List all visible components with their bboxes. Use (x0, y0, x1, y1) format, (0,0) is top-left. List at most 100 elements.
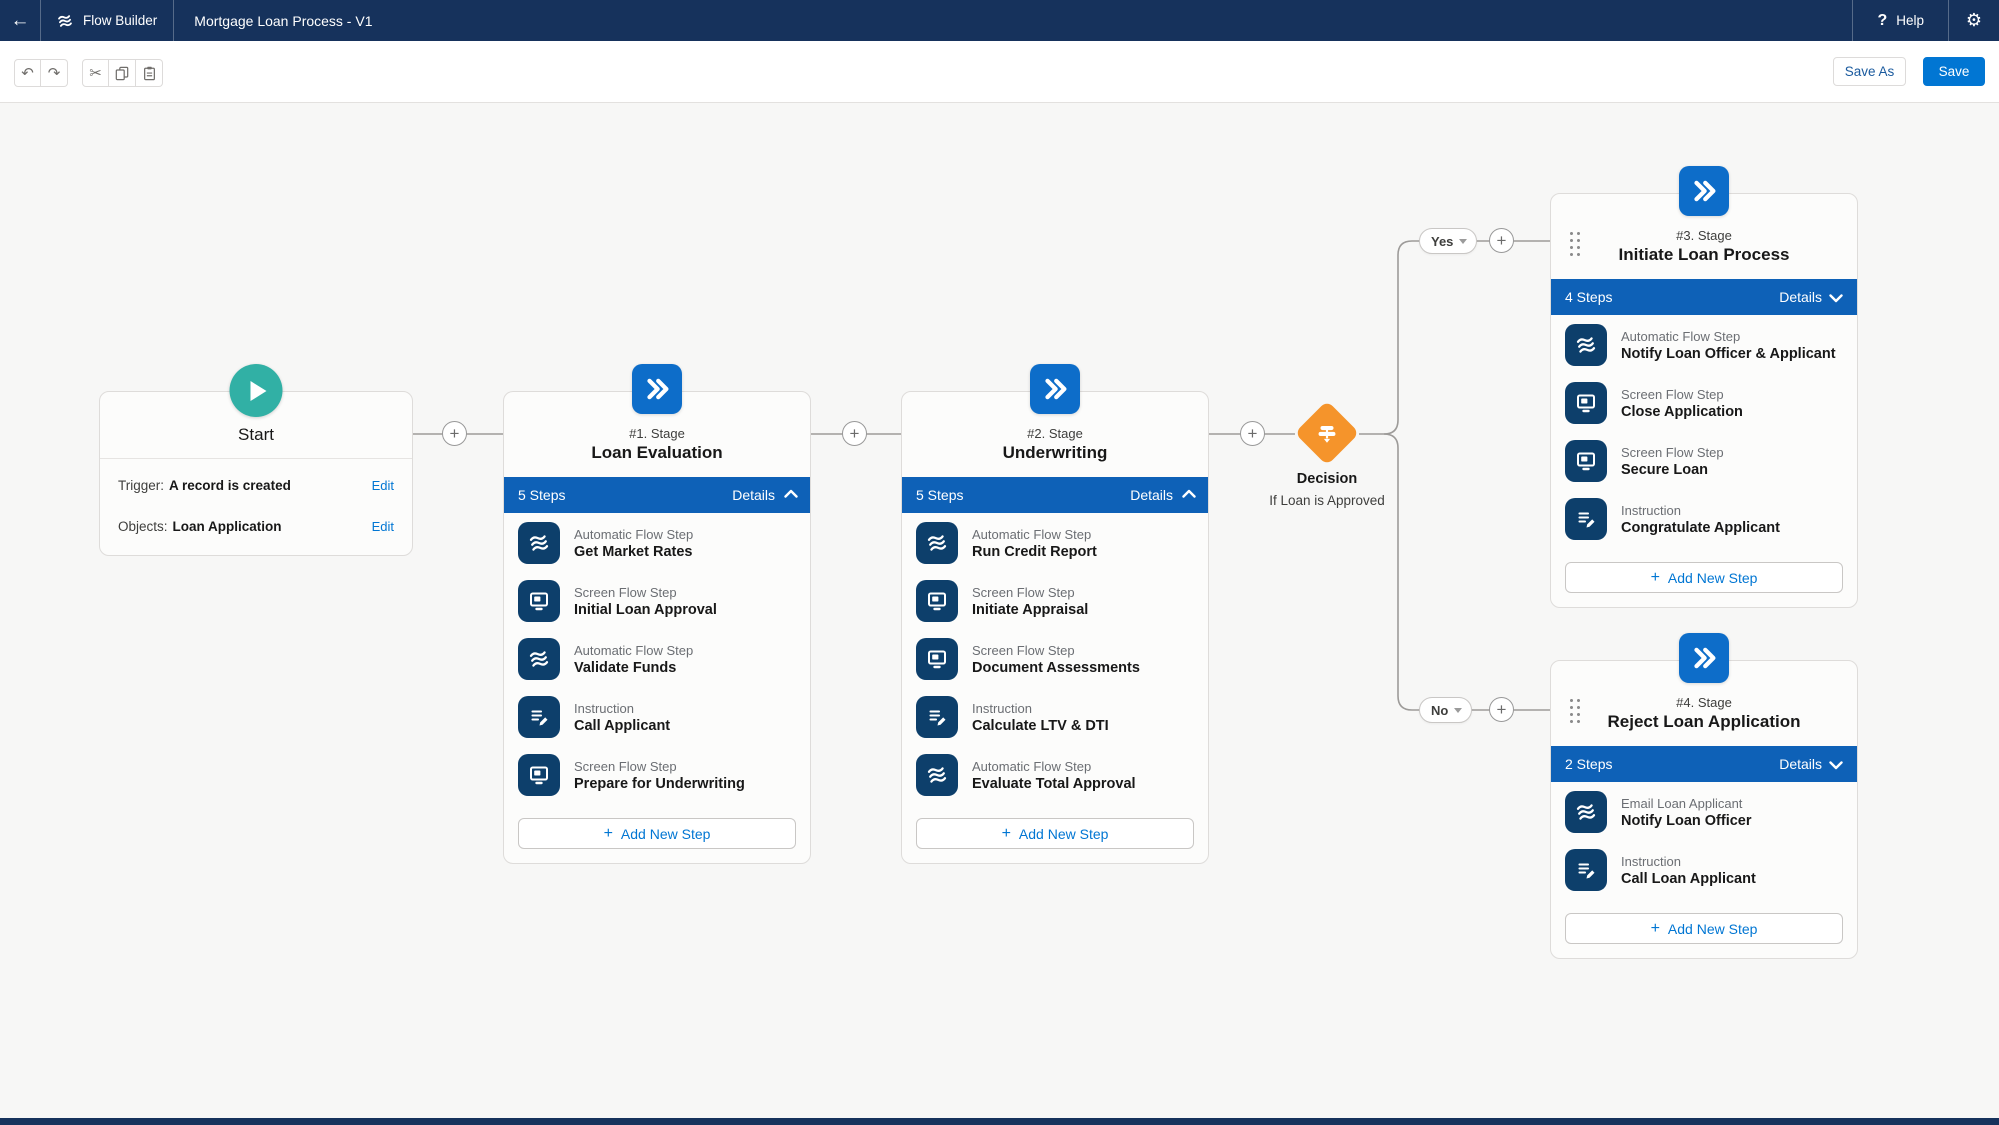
gear-icon[interactable]: ⚙ (1965, 10, 1983, 30)
flow-canvas[interactable]: + + + + + Yes No Start Trigger: A record… (0, 104, 1999, 1118)
start-trigger-row: Trigger: A record is created Edit (118, 465, 394, 506)
details-toggle[interactable]: Details (1779, 756, 1843, 772)
add-element-button[interactable]: + (1240, 421, 1265, 446)
outcome-label: Yes (1431, 233, 1454, 249)
step-type-label: Screen Flow Step (574, 584, 677, 600)
stage-icon[interactable] (1679, 166, 1729, 216)
edit-objects-link[interactable]: Edit (371, 519, 394, 534)
start-objects-row: Objects: Loan Application Edit (118, 506, 394, 547)
add-new-step-button[interactable]: +Add New Step (916, 818, 1194, 849)
flow-step-icon (916, 754, 958, 796)
add-element-button[interactable]: + (442, 421, 467, 446)
step-type-label: Instruction (972, 700, 1032, 716)
cut-button[interactable]: ✂ (82, 59, 109, 87)
steps-count-label: 5 Steps (916, 487, 964, 503)
flow-step-icon (518, 522, 560, 564)
trigger-value: A record is created (169, 478, 291, 493)
add-element-button[interactable]: + (1489, 697, 1514, 722)
start-play-icon[interactable] (229, 364, 283, 417)
step-name-label: Calculate LTV & DTI (972, 717, 1109, 734)
start-node[interactable]: Start Trigger: A record is created Edit … (99, 364, 413, 556)
add-new-step-button[interactable]: + Add New Step (1565, 913, 1843, 944)
add-element-button[interactable]: + (842, 421, 867, 446)
add-step-label: Add New Step (1667, 569, 1758, 586)
step-type-label: Automatic Flow Step (972, 526, 1092, 542)
stage-icon[interactable] (1030, 364, 1080, 414)
step-type-label: Screen Flow Step (574, 758, 677, 774)
step-name-label: Run Credit Report (972, 543, 1097, 560)
screen-step-icon (518, 754, 560, 796)
stage-title: Underwriting (1002, 443, 1108, 462)
details-label: Details (732, 487, 775, 503)
add-step-label: Add New Step (1667, 920, 1758, 937)
start-title: Start (100, 392, 412, 459)
screen-step-icon (916, 638, 958, 680)
redo-button[interactable]: ↷ (41, 59, 68, 87)
details-toggle[interactable]: Details (1779, 289, 1843, 305)
save-button[interactable]: Save (1923, 57, 1985, 86)
drag-handle[interactable] (1568, 697, 1581, 723)
stage-title: Reject Loan Application (1607, 712, 1801, 731)
paste-button[interactable] (136, 59, 163, 87)
signpost-icon (1314, 420, 1340, 446)
step-name-label: Prepare for Underwriting (574, 775, 745, 792)
step-type-label: Automatic Flow Step (1621, 328, 1741, 344)
help-button[interactable]: ? Help (1853, 0, 1948, 41)
step-name-label: Document Assessments (972, 659, 1140, 676)
decision-node[interactable] (1294, 400, 1360, 466)
outcome-label: No (1431, 702, 1449, 718)
outcome-pill-no[interactable]: No (1419, 697, 1473, 723)
edit-trigger-link[interactable]: Edit (371, 478, 394, 493)
outcome-pill-yes[interactable]: Yes (1419, 228, 1478, 254)
details-toggle[interactable]: Details (732, 487, 798, 503)
instruction-step-icon (1565, 849, 1607, 891)
add-new-step-button[interactable]: +Add New Step (1565, 562, 1843, 593)
add-element-button[interactable]: + (1489, 228, 1514, 253)
step-name-label: Call Loan Applicant (1621, 870, 1756, 887)
save-as-button[interactable]: Save As (1833, 57, 1906, 86)
copy-button[interactable] (109, 59, 136, 87)
stage-icon[interactable] (1679, 633, 1729, 683)
screen-step-icon (916, 580, 958, 622)
details-toggle[interactable]: Details (1130, 487, 1196, 503)
drag-handle[interactable] (1568, 230, 1581, 256)
plus-icon: + (1650, 919, 1660, 937)
canvas-toolbar: ↶ ↷ ✂ Save As Save (0, 41, 1999, 103)
back-button[interactable]: ← (10, 9, 30, 31)
step-type-label: Automatic Flow Step (574, 526, 694, 542)
step-type-label: Automatic Flow Step (574, 642, 694, 658)
stage-icon[interactable] (632, 364, 682, 414)
add-new-step-button[interactable]: +Add New Step (518, 818, 796, 849)
instruction-step-icon (518, 696, 560, 738)
undo-button[interactable]: ↶ (14, 59, 41, 87)
